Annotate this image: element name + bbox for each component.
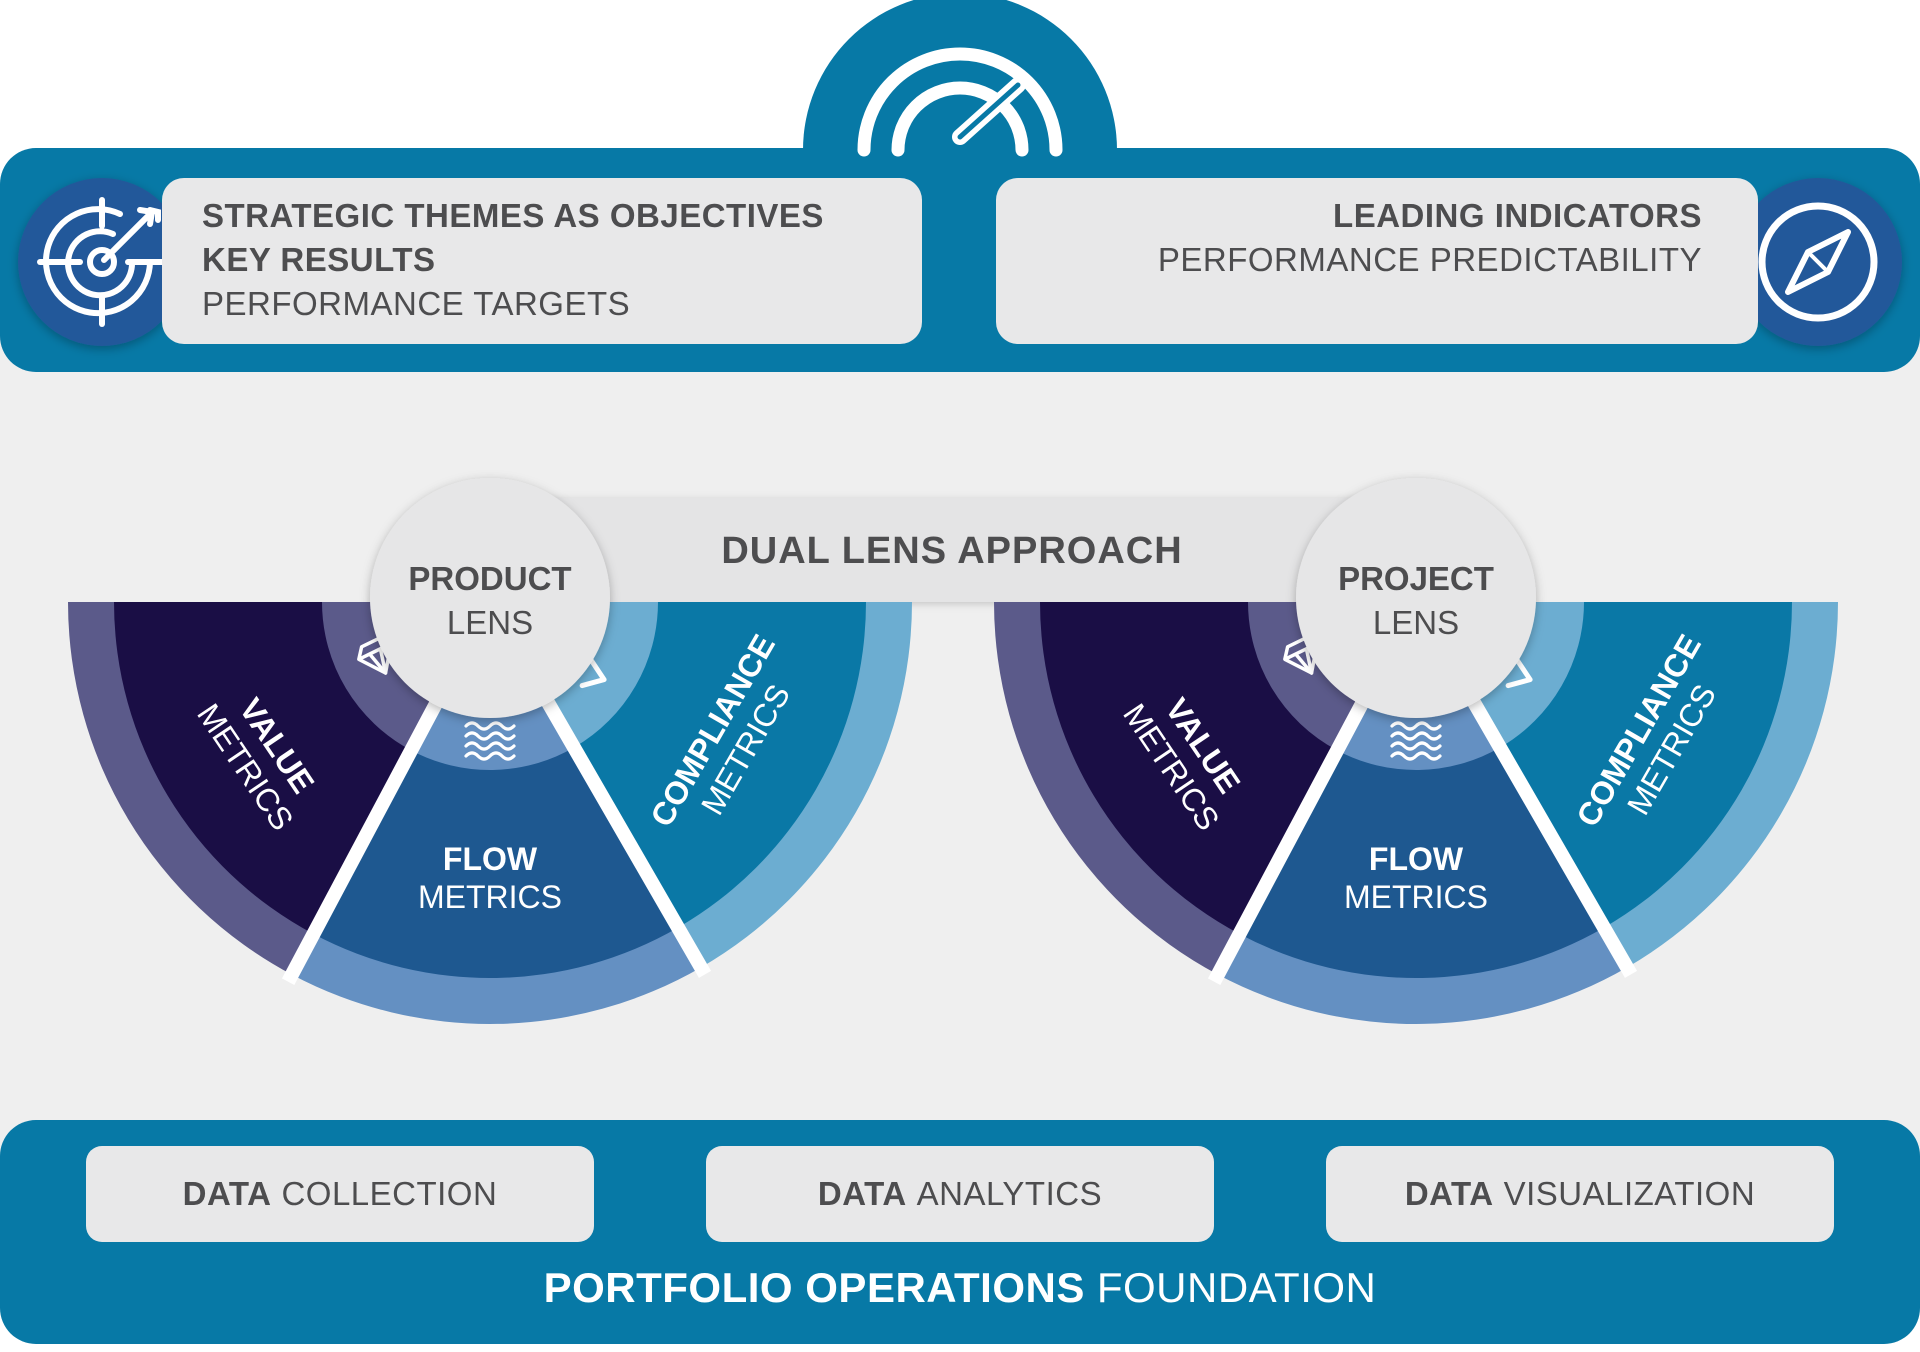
- dual-lens-bar: [488, 498, 1432, 602]
- leading-indicators-card: LEADING INDICATORS PERFORMANCE PREDICTAB…: [996, 178, 1758, 344]
- project-value-segment: [1040, 602, 1338, 934]
- target-arrow-icon: [18, 178, 186, 346]
- product-value-segment: [113, 602, 412, 934]
- project-lens-label: PROJECT LENS: [1338, 560, 1494, 641]
- data-collection-light: COLLECTION: [281, 1175, 498, 1212]
- project-chevron-icon: [1505, 653, 1533, 689]
- data-visualization-bold: DATA: [1404, 1175, 1494, 1212]
- leading-indicators-text: LEADING INDICATORS PERFORMANCE PREDICTAB…: [1002, 194, 1702, 282]
- data-collection-card: DATA COLLECTION: [86, 1146, 594, 1242]
- project-flow-label-light: METRICS: [1344, 879, 1488, 915]
- foundation-bold: PORTFOLIO OPERATIONS: [543, 1264, 1085, 1311]
- product-waves-icon: [464, 721, 516, 761]
- foundation-light: FOUNDATION: [1096, 1264, 1377, 1311]
- data-analytics-card: DATA ANALYTICS: [706, 1146, 1214, 1242]
- leading-indicators-heading: LEADING INDICATORS: [1333, 197, 1702, 234]
- project-flow-segment: [1239, 747, 1604, 978]
- compass-icon: [1734, 178, 1902, 346]
- performance-predictability-text: PERFORMANCE PREDICTABILITY: [1157, 241, 1702, 278]
- product-lens-title: PRODUCT: [408, 560, 571, 597]
- strategic-themes-text: STRATEGIC THEMES AS OBJECTIVES KEY RESUL…: [202, 194, 902, 326]
- product-chevron-icon: [579, 653, 607, 689]
- gauge-dome: [803, 0, 1117, 150]
- project-flow-label-bold: FLOW: [1369, 841, 1464, 877]
- performance-targets-text: PERFORMANCE TARGETS: [202, 285, 631, 322]
- product-flow-label-light: METRICS: [418, 879, 562, 915]
- data-visualization-card: DATA VISUALIZATION: [1326, 1146, 1834, 1242]
- product-lens-label: PRODUCT LENS: [408, 560, 571, 641]
- dual-lens-title: DUAL LENS APPROACH: [721, 530, 1182, 572]
- data-analytics-bold: DATA: [817, 1175, 907, 1212]
- product-flow-label-bold: FLOW: [443, 841, 538, 877]
- product-lens-subtitle: LENS: [447, 604, 533, 641]
- product-lens-hub: [370, 478, 610, 718]
- gauge-icon: [857, 47, 1063, 157]
- data-collection-bold: DATA: [182, 1175, 272, 1212]
- product-flow-segment: [313, 747, 678, 978]
- project-waves-icon: [1390, 721, 1442, 761]
- data-visualization-light: VISUALIZATION: [1503, 1175, 1756, 1212]
- strategic-themes-heading: STRATEGIC THEMES AS OBJECTIVES KEY RESUL…: [202, 197, 824, 278]
- project-lens-subtitle: LENS: [1373, 604, 1459, 641]
- project-lens-title: PROJECT: [1338, 560, 1494, 597]
- strategic-themes-card: STRATEGIC THEMES AS OBJECTIVES KEY RESUL…: [162, 178, 922, 344]
- data-analytics-light: ANALYTICS: [916, 1175, 1103, 1212]
- project-compliance-segment: [1500, 602, 1792, 928]
- project-lens-hub: [1296, 478, 1536, 718]
- product-compliance-segment: [574, 602, 866, 928]
